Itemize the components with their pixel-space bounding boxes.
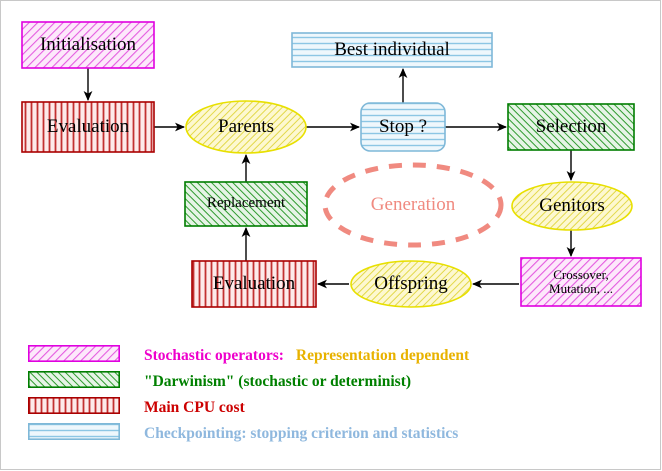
legend-row-stochastic: Stochastic operators:Representation depe… xyxy=(28,345,469,367)
node-label-evaluation_top: Evaluation xyxy=(46,116,130,138)
node-label-stop: Stop ? xyxy=(378,116,428,138)
node-evaluation_top[interactable]: Evaluation xyxy=(22,102,154,152)
legend-label-darwinism: "Darwinism" (stochastic or determinist) xyxy=(144,373,412,390)
legend-swatch-stochastic xyxy=(28,345,121,367)
node-parents[interactable]: Parents xyxy=(186,101,306,153)
node-label-evaluation_bot: Evaluation xyxy=(212,273,296,295)
node-label-initialisation: Initialisation xyxy=(39,34,137,56)
legend-row-cpu: Main CPU cost xyxy=(28,397,245,419)
node-label-crossover: Crossover,Mutation, ... xyxy=(549,267,613,296)
legend-row-checkpointing: Checkpointing: stopping criterion and st… xyxy=(28,423,458,445)
node-label-selection: Selection xyxy=(535,116,607,138)
legend-swatch-checkpointing xyxy=(28,423,121,445)
node-label-parents: Parents xyxy=(218,116,274,138)
legend-row-darwinism: "Darwinism" (stochastic or determinist) xyxy=(28,371,411,393)
node-generation[interactable]: Generation xyxy=(325,165,501,245)
node-label-replacement: Replacement xyxy=(206,195,286,212)
legend-label-cpu: Main CPU cost xyxy=(144,399,245,416)
node-offspring[interactable]: Offspring xyxy=(351,261,471,307)
node-genitors[interactable]: Genitors xyxy=(512,182,632,230)
node-initialisation[interactable]: Initialisation xyxy=(22,22,154,68)
node-stop[interactable]: Stop ? xyxy=(361,103,445,151)
node-evaluation_bot[interactable]: Evaluation xyxy=(192,261,316,307)
legend-extra-stochastic: Representation dependent xyxy=(295,347,470,364)
node-replacement[interactable]: Replacement xyxy=(185,182,307,226)
node-label-generation: Generation xyxy=(370,194,456,216)
node-label-genitors: Genitors xyxy=(539,195,605,217)
legend-label-stochastic: Stochastic operators:Representation depe… xyxy=(144,347,470,364)
legend-label-checkpointing: Checkpointing: stopping criterion and st… xyxy=(144,425,459,442)
node-best_individual[interactable]: Best individual xyxy=(292,33,492,67)
node-label-best_individual: Best individual xyxy=(334,39,450,61)
legend-swatch-cpu xyxy=(28,397,121,419)
legend-swatch-darwinism xyxy=(28,371,121,393)
node-selection[interactable]: Selection xyxy=(508,104,634,150)
node-crossover[interactable]: Crossover,Mutation, ... xyxy=(521,258,641,306)
node-label-offspring: Offspring xyxy=(374,273,448,295)
